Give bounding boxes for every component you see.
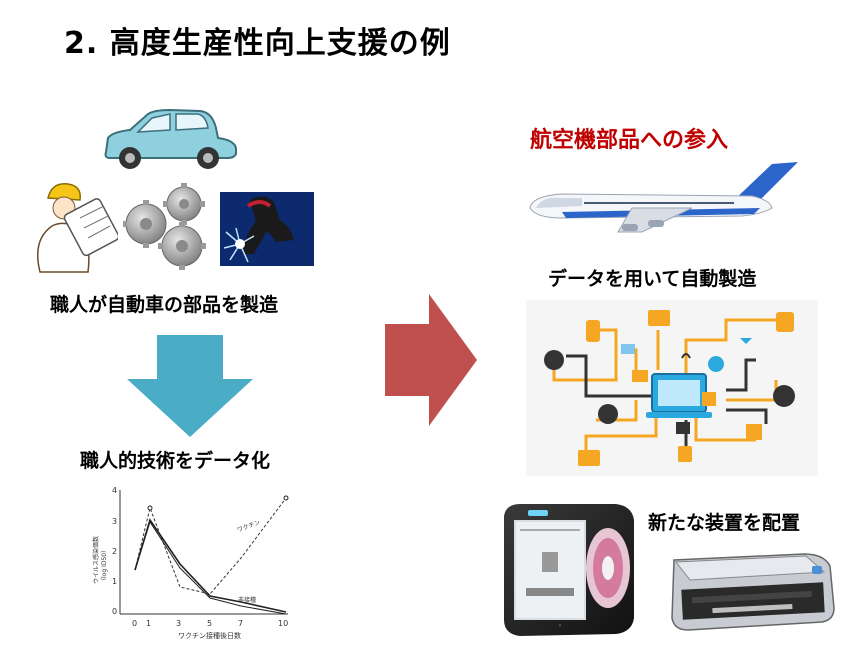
car-icon (100, 108, 240, 170)
y-axis-label: ウイルス感染価数 (92, 536, 100, 584)
x-tick: 10 (278, 619, 288, 628)
y-axis-label: （log ID50） (101, 547, 108, 584)
svg-text:◦: ◦ (558, 622, 562, 630)
caption-new-equipment: 新たな装置を配置 (648, 512, 801, 534)
y-tick: 1 (112, 577, 117, 586)
graph-annotation: 非接種 (238, 596, 256, 604)
gears-icon (122, 182, 214, 272)
x-tick: 0 (132, 619, 137, 628)
caption-data-automated: データを用いて自動製造 (548, 268, 757, 290)
x-tick: 5 (207, 619, 212, 628)
x-tick: 3 (176, 619, 181, 628)
graph-annotation: ワクチン (236, 519, 261, 534)
airplane-icon (522, 158, 804, 238)
craftsman-icon (22, 178, 118, 274)
caption-craftsman-manufacturing: 職人が自動車の部品を製造 (50, 294, 279, 316)
right-arrow-icon (385, 294, 477, 426)
y-tick: 4 (112, 486, 117, 495)
y-tick: 3 (112, 517, 117, 526)
scanner-icon (664, 552, 840, 636)
y-tick: 0 (112, 607, 117, 616)
welder-icon (220, 192, 314, 266)
data-graph: 4 3 2 1 0 0 1 3 5 7 10 ワクチン接種後日数 ウイルス感染価… (88, 484, 298, 640)
caption-digitize-skills: 職人的技術をデータ化 (80, 450, 271, 472)
aircraft-parts-heading: 航空機部品への参入 (530, 128, 729, 153)
3d-printer-icon: ◦ (496, 500, 642, 640)
network-diagram-icon (526, 300, 818, 476)
down-arrow-icon (127, 335, 253, 437)
x-axis-label: ワクチン接種後日数 (178, 631, 241, 640)
x-tick: 7 (238, 619, 243, 628)
page-title: 2. 高度生産性向上支援の例 (64, 26, 451, 61)
x-tick: 1 (146, 619, 151, 628)
y-tick: 2 (112, 547, 117, 556)
